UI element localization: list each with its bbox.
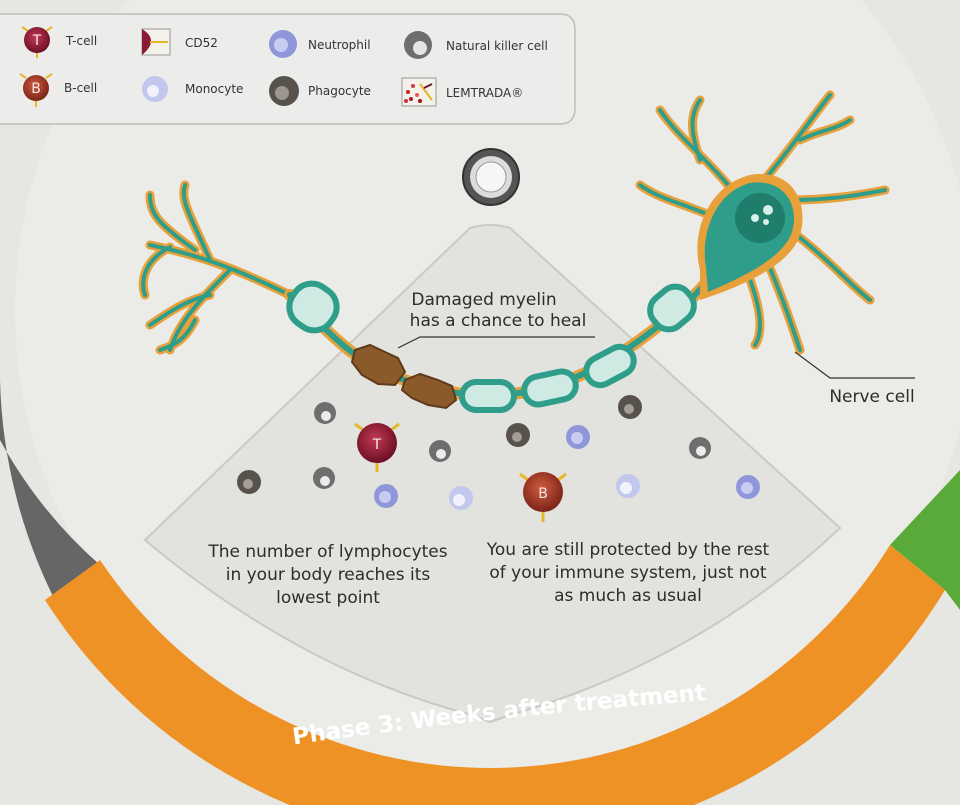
legend-lemtrada: LEMTRADA® bbox=[446, 86, 523, 100]
neutrophil bbox=[566, 425, 590, 449]
neutrophil bbox=[736, 475, 760, 499]
b-letter: B bbox=[31, 81, 41, 97]
grommet-icon bbox=[462, 148, 520, 206]
monocyte-icon bbox=[142, 76, 168, 102]
legend: T T-cell B B-cell CD52 Monocyte bbox=[0, 13, 576, 125]
lymphocyte-line1: The number of lymphocytes bbox=[207, 542, 447, 562]
nerve-leader-line bbox=[794, 351, 915, 379]
protection-caption: You are still protected by the rest of y… bbox=[486, 540, 770, 606]
immune-cells: T B bbox=[237, 395, 760, 522]
myelin-label-line1: Damaged myelin bbox=[411, 290, 556, 310]
phagocyte bbox=[618, 395, 642, 419]
damaged-myelin bbox=[350, 343, 458, 410]
phase-band bbox=[45, 545, 945, 805]
nk-cell bbox=[314, 402, 336, 424]
phagocyte-icon bbox=[269, 76, 299, 106]
b-cell-letter: B bbox=[538, 486, 548, 502]
legend-b-cell: B-cell bbox=[64, 81, 97, 95]
lymphocyte-line2: in your body reaches its bbox=[226, 565, 431, 585]
nerve-cell-label: Nerve cell bbox=[829, 387, 914, 407]
legend-neutrophil: Neutrophil bbox=[308, 38, 371, 52]
neutrophil bbox=[374, 484, 398, 508]
t-letter: T bbox=[32, 33, 42, 49]
legend-phagocyte: Phagocyte bbox=[308, 84, 371, 98]
t-cell-letter: T bbox=[372, 437, 382, 453]
protection-line1: You are still protected by the rest bbox=[486, 540, 770, 560]
legend-t-cell: T-cell bbox=[65, 34, 97, 48]
green-band bbox=[890, 470, 960, 610]
b-cell-icon: B bbox=[19, 73, 53, 107]
protection-line3: as much as usual bbox=[554, 586, 702, 606]
nerve-cell-icon bbox=[138, 90, 890, 413]
protection-line2: of your immune system, just not bbox=[489, 563, 767, 583]
legend-nk-cell: Natural killer cell bbox=[446, 39, 548, 53]
nk-cell bbox=[313, 467, 335, 489]
nk-cell bbox=[429, 440, 451, 462]
grey-band bbox=[0, 380, 100, 610]
healthy-myelin bbox=[286, 280, 697, 413]
legend-monocyte: Monocyte bbox=[185, 82, 243, 96]
nk-cell bbox=[689, 437, 711, 459]
monocyte bbox=[449, 486, 473, 510]
myelin-leader-line bbox=[397, 336, 595, 349]
myelin-label-line2: has a chance to heal bbox=[410, 311, 587, 331]
lymphocyte-line3: lowest point bbox=[276, 588, 380, 608]
phagocyte bbox=[506, 423, 530, 447]
t-cell: T bbox=[354, 422, 400, 472]
legend-cd52: CD52 bbox=[185, 36, 218, 50]
neutrophil-icon bbox=[269, 30, 297, 58]
phagocyte bbox=[237, 470, 261, 494]
neuron-soma bbox=[697, 174, 803, 300]
nk-cell-icon bbox=[404, 31, 432, 59]
lymphocyte-caption: The number of lymphocytes in your body r… bbox=[207, 542, 447, 608]
lemtrada-icon bbox=[401, 77, 437, 107]
b-cell: B bbox=[519, 472, 567, 522]
t-cell-icon: T bbox=[21, 26, 53, 58]
phase-wedge bbox=[143, 224, 842, 724]
monocyte bbox=[616, 474, 640, 498]
cd52-icon bbox=[141, 28, 171, 56]
